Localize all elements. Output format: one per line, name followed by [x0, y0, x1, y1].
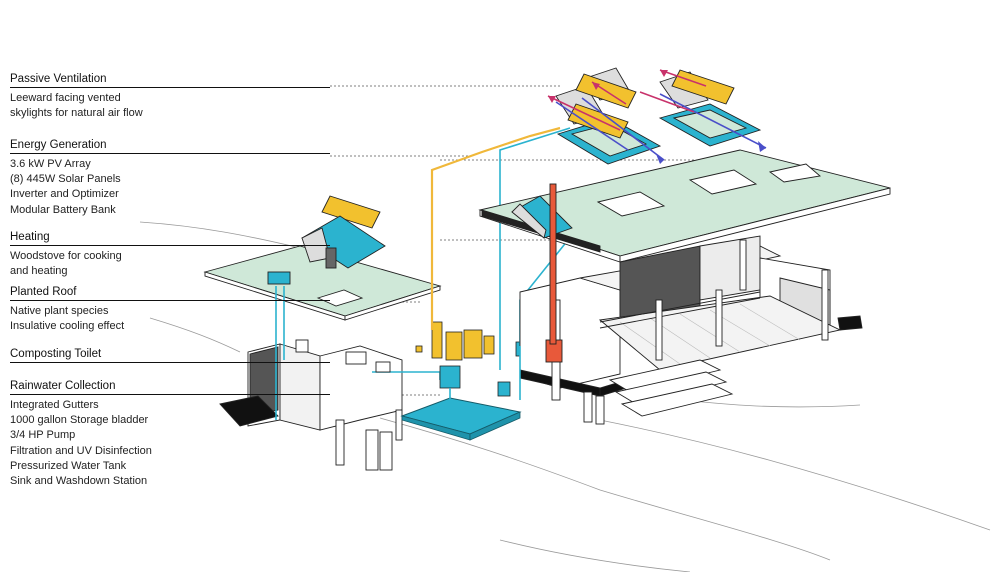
- rainwater-storage-bladder: [400, 397, 522, 435]
- skylight-solar-array: [547, 67, 767, 165]
- left-module: [203, 195, 442, 471]
- legend-line: skylights for natural air flow: [10, 107, 143, 120]
- legend-rule: [10, 87, 330, 88]
- solar-panel-3: [671, 69, 735, 105]
- systems-legend: Passive Ventilation Leeward facing vente…: [0, 0, 330, 572]
- right-module: [478, 149, 891, 425]
- legend-line: Filtration and UV Disinfection: [10, 444, 152, 457]
- legend-line: (8) 445W Solar Panels: [10, 173, 121, 186]
- legend-line: Leeward facing vented: [10, 92, 121, 104]
- legend-line: Pressurized Water Tank: [10, 459, 127, 472]
- legend-line: Native plant species: [10, 305, 109, 317]
- legend-line: Modular Battery Bank: [10, 203, 116, 216]
- legend-line: 3.6 kW PV Array: [10, 158, 91, 170]
- legend-heading: Composting Toilet: [10, 348, 102, 360]
- legend-rule: [10, 245, 330, 246]
- legend-heading: Heating: [10, 231, 50, 243]
- legend-rule: [10, 362, 330, 363]
- legend-line: and heating: [10, 265, 68, 278]
- legend-rule: [10, 300, 330, 301]
- legend-rule: [10, 153, 330, 154]
- legend-energy-generation: Energy Generation 3.6 kW PV Array (8) 44…: [10, 138, 330, 218]
- legend-line: Inverter and Optimizer: [10, 188, 119, 201]
- legend-line: Woodstove for cooking: [10, 250, 122, 262]
- legend-line: Sink and Washdown Station: [10, 475, 148, 488]
- legend-passive-ventilation: Passive Ventilation Leeward facing vente…: [10, 72, 330, 121]
- legend-rule: [10, 394, 330, 395]
- legend-planted-roof: Planted Roof Native plant species Insula…: [10, 285, 330, 334]
- power-line: [430, 126, 561, 330]
- legend-line: 1000 gallon Storage bladder: [10, 414, 149, 427]
- legend-heading: Passive Ventilation: [10, 73, 107, 85]
- energy-equipment: [415, 321, 527, 397]
- legend-line: Integrated Gutters: [10, 399, 99, 411]
- legend-heading: Energy Generation: [10, 139, 107, 151]
- legend-composting-toilet: Composting Toilet: [10, 347, 330, 366]
- legend-heading: Rainwater Collection: [10, 380, 116, 392]
- legend-heading: Planted Roof: [10, 286, 77, 298]
- legend-line: 3/4 HP Pump: [10, 429, 76, 442]
- legend-heating: Heating Woodstove for cooking and heatin…: [10, 230, 330, 279]
- left-solar-panel: [321, 195, 381, 229]
- legend-line: Insulative cooling effect: [10, 320, 125, 333]
- legend-rainwater-collection: Rainwater Collection Integrated Gutters …: [10, 379, 330, 489]
